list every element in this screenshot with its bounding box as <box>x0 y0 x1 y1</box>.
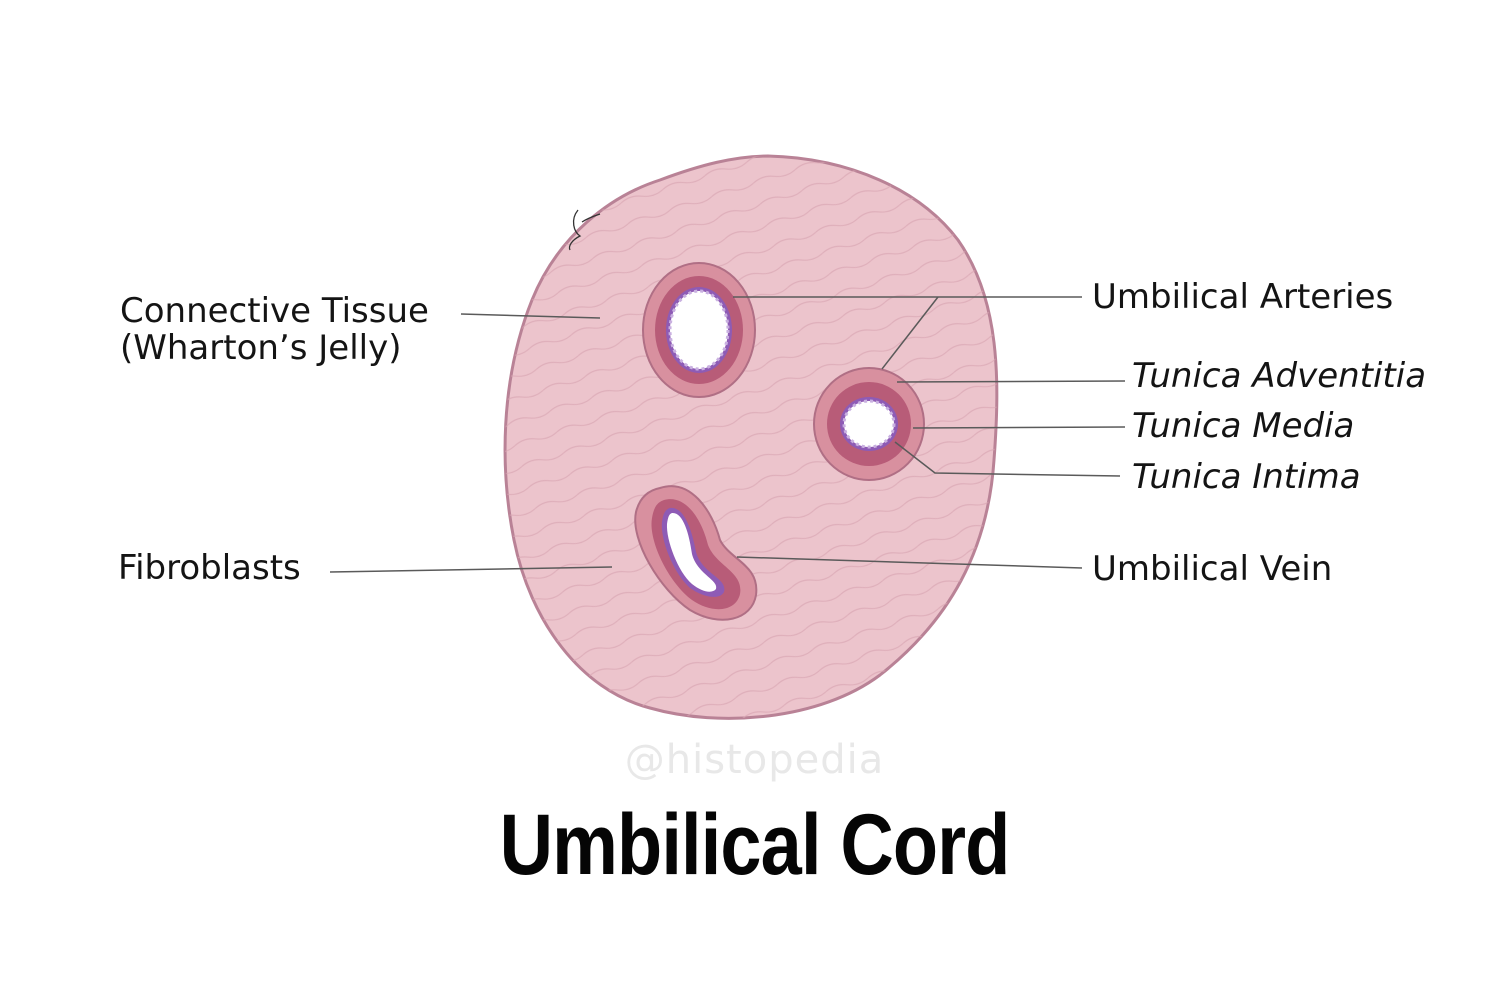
label-tunica-intima: Tunica Intima <box>1132 457 1361 497</box>
label-tunica-adventitia: Tunica Adventitia <box>1132 356 1427 396</box>
artery-right <box>813 367 925 481</box>
leader-tunica-adventitia <box>896 380 1126 383</box>
artery-upper-left <box>642 262 756 398</box>
watermark: @histopedia <box>624 737 885 783</box>
label-umbilical-vein: Umbilical Vein <box>1092 549 1333 589</box>
leader-lines <box>329 296 1126 573</box>
page-title: Umbilical Cord <box>499 797 1011 893</box>
label-tunica-media: Tunica Media <box>1132 406 1355 446</box>
label-connective-tissue-line2: (Wharton’s Jelly) <box>120 327 402 368</box>
umbilical-vein-vessel <box>634 485 758 621</box>
label-fibroblasts: Fibroblasts <box>118 548 301 588</box>
label-connective-tissue-line1: Connective Tissue <box>120 291 429 331</box>
artist-signature <box>568 209 601 251</box>
leader-tunica-media <box>912 426 1126 429</box>
leader-tunica-intima <box>894 441 1121 477</box>
leader-umbilical-vein <box>736 556 1083 569</box>
label-connective-tissue: Connective Tissue (Wharton’s Jelly) <box>120 293 429 366</box>
leader-fibroblasts <box>329 566 613 573</box>
label-umbilical-arteries: Umbilical Arteries <box>1092 277 1394 317</box>
leader-arteries-branch <box>881 296 939 370</box>
leader-connective-tissue <box>460 313 601 319</box>
